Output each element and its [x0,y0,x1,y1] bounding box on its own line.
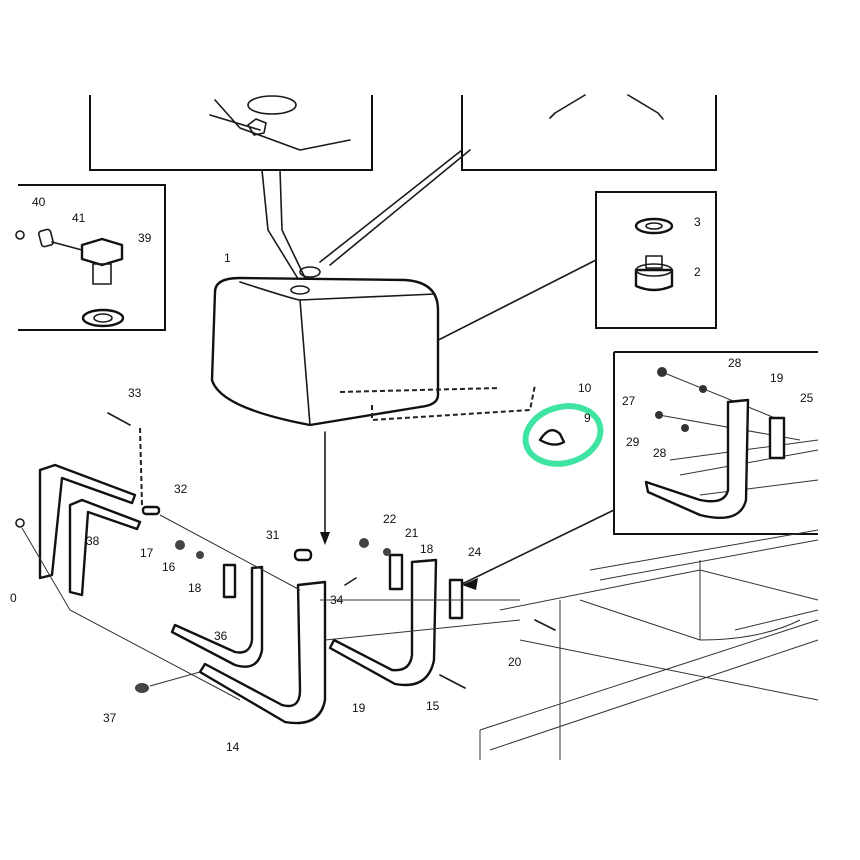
label-28: 28 [728,356,742,370]
label-18: 18 [420,542,434,556]
label-18: 18 [188,581,202,595]
inset-left [15,184,166,331]
label-27: 27 [622,394,636,408]
inset-right [335,191,717,393]
label-24: 24 [468,545,482,559]
callout-labels: 40 41 39 1 3 2 10 9 33 32 38 17 16 18 0 … [10,195,814,754]
inset-bracket-detail [459,351,819,590]
label-28: 28 [653,446,667,460]
label-15: 15 [426,699,440,713]
label-40: 40 [32,195,46,209]
label-10: 10 [578,381,592,395]
fuel-tank [210,266,501,427]
label-29: 29 [626,435,640,449]
label-19: 19 [770,371,784,385]
label-2: 2 [694,265,701,279]
label-22: 22 [383,512,397,526]
inset-top-right [461,94,717,171]
leader-line [279,169,307,281]
leader-line [319,149,471,266]
fuel-line [371,384,536,422]
label-17: 17 [140,546,154,560]
chassis-frame [479,529,819,760]
label-34: 34 [330,593,344,607]
label-19: 19 [352,701,366,715]
label-25: 25 [800,391,814,405]
label-37: 37 [103,711,117,725]
leader-line [261,169,301,283]
label-0: 0 [10,591,17,605]
label-1: 1 [224,251,231,265]
label-21: 21 [405,526,419,540]
label-32: 32 [174,482,188,496]
label-3: 3 [694,215,701,229]
mounting-brackets [15,412,556,725]
label-39: 39 [138,231,152,245]
label-33: 33 [128,386,142,400]
label-16: 16 [162,560,176,574]
label-20: 20 [508,655,522,669]
label-14: 14 [226,740,240,754]
highlight-circle [522,403,604,467]
label-41: 41 [72,211,86,225]
part-9-grommet [522,403,604,467]
label-38: 38 [86,534,100,548]
label-9: 9 [584,411,591,425]
label-36: 36 [214,629,228,643]
label-31: 31 [266,528,280,542]
inset-top-left [89,95,373,171]
